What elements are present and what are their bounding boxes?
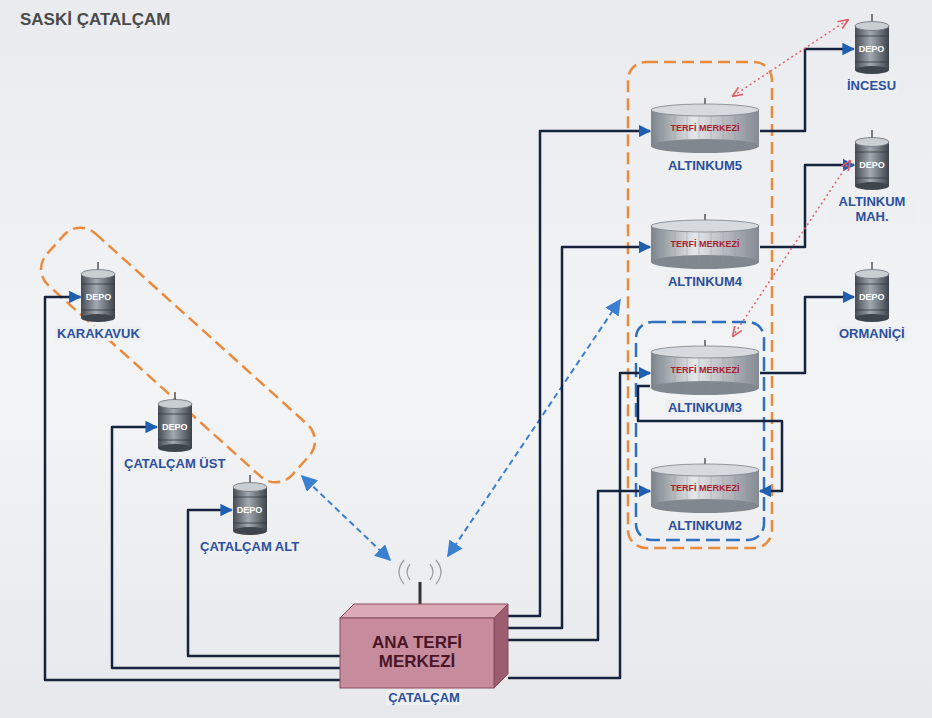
station-name: ANA TERFİ MERKEZİ bbox=[351, 633, 483, 671]
water-depot: DEPO ALTINKUM MAH. bbox=[829, 130, 915, 224]
pumping-station: ANA TERFİ MERKEZİ ÇATALÇAM bbox=[340, 604, 508, 705]
tank-caption: DEPO bbox=[859, 292, 885, 302]
site-label: İNCESU bbox=[845, 78, 898, 93]
water-pipe bbox=[508, 491, 650, 640]
water-pipe bbox=[760, 49, 854, 131]
tank-caption: TERFİ MERKEZİ bbox=[671, 123, 740, 133]
site-label: ALTINKUM3 bbox=[666, 400, 744, 415]
tank-body: TERFİ MERKEZİ bbox=[650, 458, 760, 516]
tank-caption: DEPO bbox=[86, 292, 112, 302]
group-outline bbox=[32, 219, 324, 492]
tank-body: TERFİ MERKEZİ bbox=[650, 214, 760, 272]
water-depot: DEPO KARAKAVUK bbox=[55, 262, 142, 341]
tank-body: TERFİ MERKEZİ bbox=[650, 98, 760, 156]
antenna-icon bbox=[399, 560, 441, 604]
diagram-title: SASKİ ÇATALÇAM bbox=[20, 10, 170, 30]
tank-body: DEPO bbox=[80, 262, 116, 324]
tank-body: DEPO bbox=[232, 475, 268, 537]
radio-link bbox=[302, 476, 390, 560]
tank-caption: TERFİ MERKEZİ bbox=[671, 239, 740, 249]
tank-caption: DEPO bbox=[859, 160, 885, 170]
group-outline bbox=[628, 62, 772, 548]
water-pipe bbox=[508, 373, 650, 678]
water-pipe bbox=[508, 247, 650, 628]
pump-tank: TERFİ MERKEZİ ALTINKUM4 bbox=[650, 214, 760, 289]
radio-link bbox=[448, 300, 620, 556]
pump-tank: TERFİ MERKEZİ ALTINKUM2 bbox=[650, 458, 760, 533]
water-depot: DEPO ORMANİÇİ bbox=[837, 262, 907, 341]
water-pipe bbox=[112, 427, 340, 668]
site-label: ALTINKUM2 bbox=[666, 518, 744, 533]
site-label: ÇATALÇAM bbox=[386, 690, 462, 705]
water-pipe bbox=[188, 510, 340, 656]
pump-tank: TERFİ MERKEZİ ALTINKUM5 bbox=[650, 98, 760, 173]
tank-caption: DEPO bbox=[237, 505, 263, 515]
site-label: KARAKAVUK bbox=[55, 326, 142, 341]
tank-caption: DEPO bbox=[162, 422, 188, 432]
tank-caption: DEPO bbox=[859, 44, 885, 54]
site-label: ÇATALÇAM ALT bbox=[198, 539, 301, 554]
group-outline bbox=[636, 322, 764, 540]
tank-body: DEPO bbox=[854, 14, 890, 76]
tank-body: DEPO bbox=[854, 130, 890, 192]
water-depot: DEPO ÇATALÇAM ÜST bbox=[122, 392, 227, 471]
site-label: ÇATALÇAM ÜST bbox=[122, 456, 227, 471]
tank-body: DEPO bbox=[854, 262, 890, 324]
site-label: ORMANİÇİ bbox=[837, 326, 907, 341]
site-label: ALTINKUM4 bbox=[666, 274, 744, 289]
tank-body: TERFİ MERKEZİ bbox=[650, 340, 760, 398]
water-pipe bbox=[45, 297, 340, 680]
water-depot: DEPO İNCESU bbox=[845, 14, 898, 93]
site-label: ALTINKUM MAH. bbox=[829, 194, 915, 224]
pump-tank: TERFİ MERKEZİ ALTINKUM3 bbox=[650, 340, 760, 415]
radio-link bbox=[733, 20, 848, 96]
station-body: ANA TERFİ MERKEZİ bbox=[340, 604, 508, 688]
water-depot: DEPO ÇATALÇAM ALT bbox=[198, 475, 301, 554]
tank-body: DEPO bbox=[157, 392, 193, 454]
tank-caption: TERFİ MERKEZİ bbox=[671, 365, 740, 375]
site-label: ALTINKUM5 bbox=[666, 158, 744, 173]
tank-caption: TERFİ MERKEZİ bbox=[671, 483, 740, 493]
